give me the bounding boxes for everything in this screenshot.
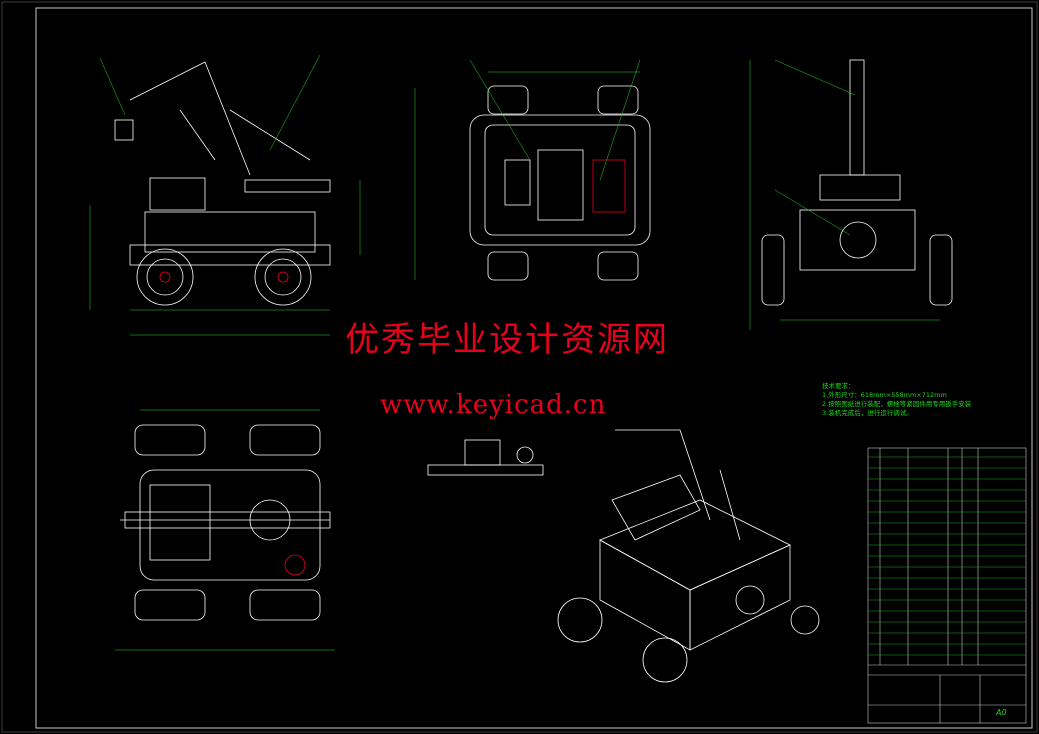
technical-notes: 技术要求： 1.外形尺寸：618mm×558mm×712mm 2.按照图纸进行装… [822,382,971,418]
detail-view [427,439,544,476]
watermark-title: 优秀毕业设计资源网 [345,320,669,360]
drawing-border [35,7,1033,729]
note-item: 2.按照图纸进行装配，螺栓等紧固件用专用扳手安装 [822,400,972,408]
note-item: 3.装机完成后，进行运行调试。 [822,409,913,417]
plan-view [120,424,331,621]
note-item: 1.外形尺寸：618mm×558mm×712mm [822,391,947,399]
top-view-chassis [469,85,651,281]
front-view [114,61,331,306]
side-view [761,59,953,306]
notes-heading: 技术要求： [822,382,855,390]
isometric-view [557,429,820,683]
title-block [867,447,1027,724]
watermark-url: www.keyicad.cn [380,390,607,420]
sheet-size: A0 [996,708,1007,717]
